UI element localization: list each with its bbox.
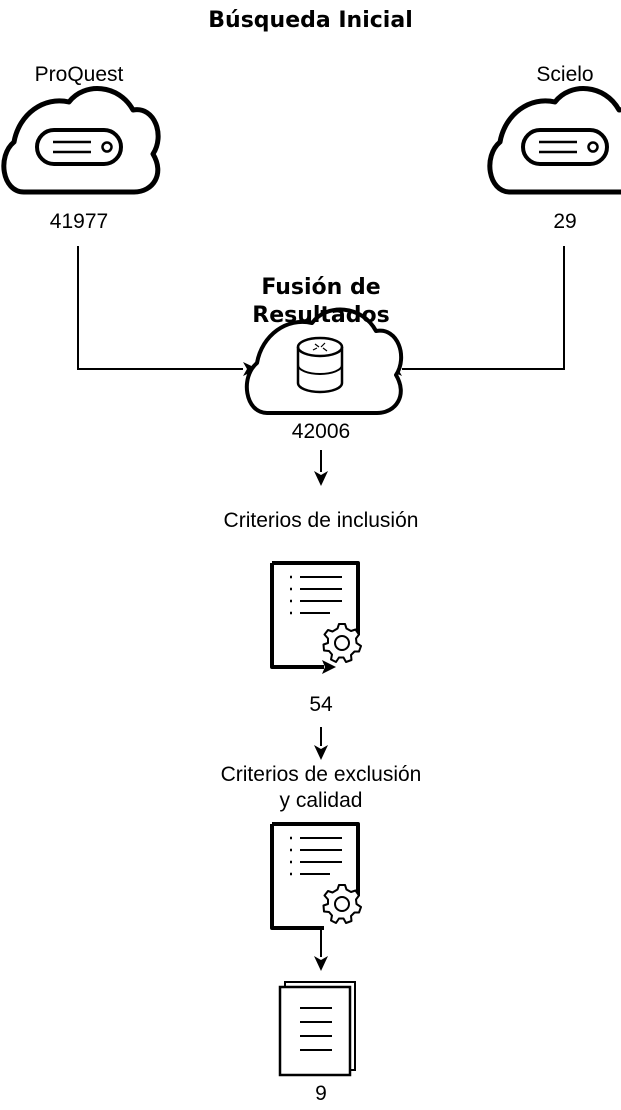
arrow-exclusion-to-final — [314, 927, 328, 971]
arrow-inclusion-to-exclusion — [314, 727, 328, 760]
document-settings-icon — [272, 563, 361, 674]
arrow-merge-to-inclusion — [314, 450, 328, 486]
exclusion-label-line2: y calidad — [279, 789, 363, 812]
merge-title-line2: Resultados — [252, 303, 390, 328]
document-settings-icon — [272, 824, 361, 928]
inclusion-label: Criterios de inclusión — [223, 509, 419, 532]
cloud-storage-icon — [490, 89, 621, 192]
merge-count: 42006 — [291, 420, 351, 443]
source-count-scielo: 29 — [553, 210, 577, 233]
diagram-title: Búsqueda Inicial — [208, 8, 413, 33]
source-name-scielo: Scielo — [536, 63, 594, 86]
source-count-proquest: 41977 — [49, 210, 109, 233]
merge-title-line1: Fusión de — [261, 275, 381, 300]
cloud-storage-icon — [4, 89, 158, 192]
cloud-database-icon — [244, 307, 404, 415]
inclusion-count: 54 — [309, 693, 333, 716]
source-name-proquest: ProQuest — [34, 63, 124, 86]
final-count: 9 — [315, 1082, 327, 1105]
documents-stack-icon — [278, 981, 356, 1077]
exclusion-label-line1: Criterios de exclusión — [220, 763, 422, 786]
